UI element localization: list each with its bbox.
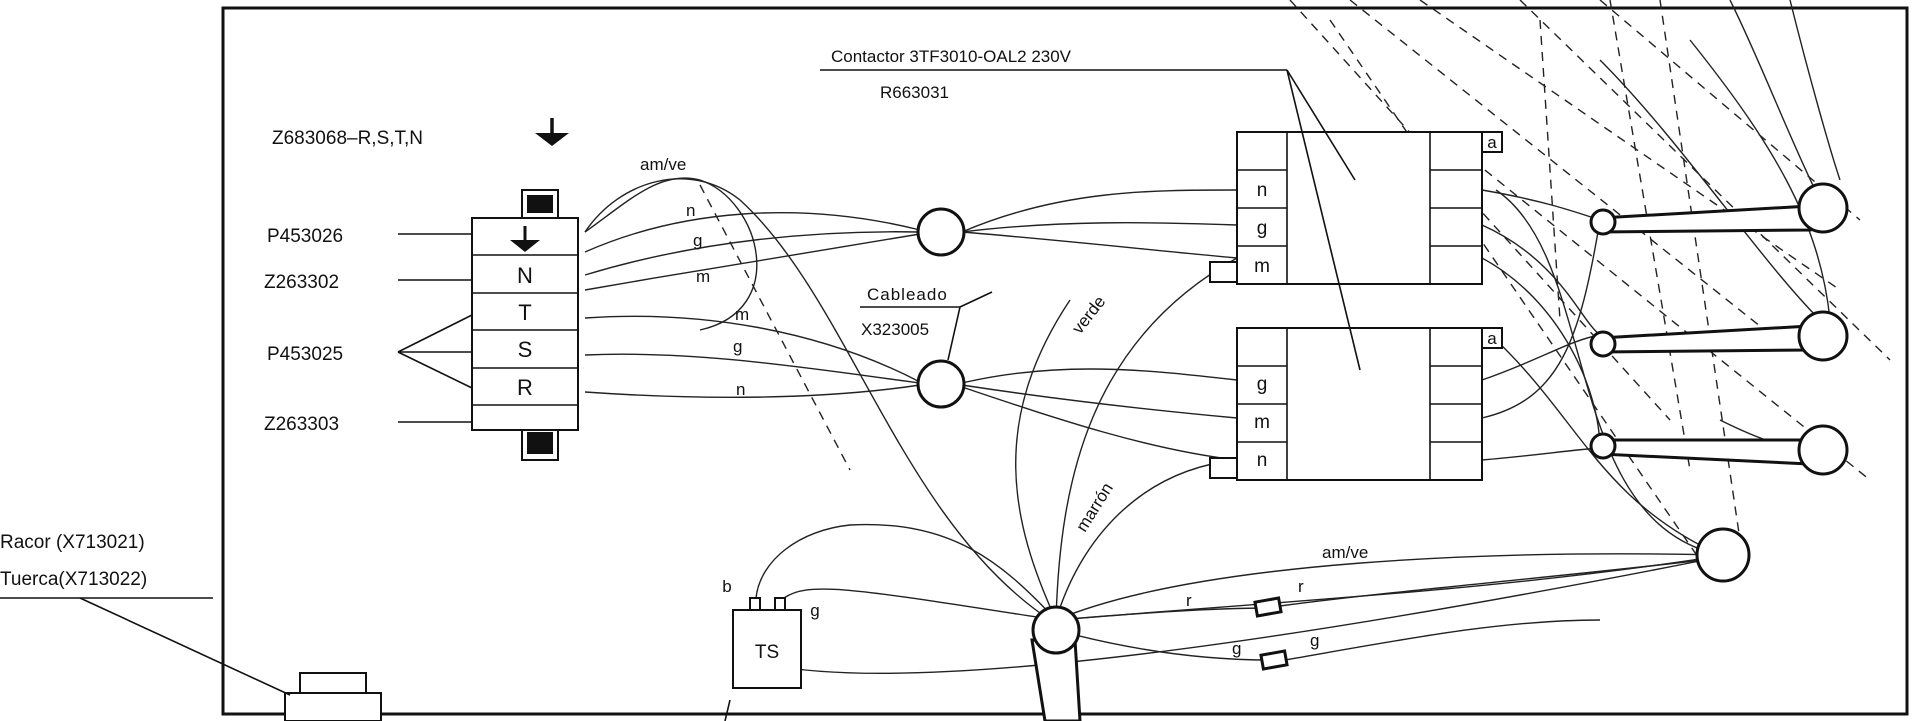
heater-element-1 (1589, 182, 1849, 236)
label-p453025: P453025 (267, 344, 343, 365)
inline-connector-r (1253, 596, 1283, 618)
label-z263302: Z263302 (264, 272, 339, 293)
wire-label-n1: n (686, 201, 695, 220)
earth-ground-icon (535, 118, 569, 146)
terminal-block: N T S R (471, 189, 579, 461)
cable-grommet (1030, 605, 1082, 721)
wire-label-m2: m (735, 305, 749, 324)
wire-label-amve-bottom: am/ve (1322, 543, 1368, 562)
contactor-bottom: g m n a (1209, 327, 1503, 481)
cable-connector-2 (916, 359, 966, 409)
contactor-top-cell-m: m (1254, 256, 1270, 277)
contactor-top-cell-g: g (1257, 218, 1268, 239)
label-z263303: Z263303 (264, 414, 339, 435)
wire-label-m1: m (696, 267, 710, 286)
wire-label-r-left: r (1186, 591, 1192, 610)
leader-lines (397, 69, 1361, 423)
racor-fitting (0, 597, 382, 721)
solid-wires (584, 0, 1841, 675)
terminal-r: R (517, 375, 533, 400)
contactor-top-aux: a (1487, 133, 1497, 152)
wire-label-g-left: g (1232, 639, 1241, 658)
label-contactor-code: R663031 (880, 83, 949, 102)
thermostat-wire-g: g (810, 601, 819, 620)
terminal-s: S (518, 337, 533, 362)
thermostat-label: TS (755, 642, 779, 663)
wire-label-n2: n (736, 380, 745, 399)
label-racor: Racor (X713021) (0, 532, 145, 553)
ground-icon (510, 226, 540, 252)
label-tuerca: Tuerca(X713022) (0, 569, 147, 590)
wire-label-r-right: r (1298, 577, 1304, 596)
wire-label-g2: g (733, 337, 742, 356)
thermostat: TS b g (722, 577, 820, 721)
label-p453026: P453026 (267, 226, 343, 247)
heater-element-3 (1589, 424, 1849, 476)
wire-label-verde: verde (1068, 292, 1109, 337)
thermostat-wire-b: b (722, 577, 731, 596)
label-ground-terminal: Z683068–R,S,T,N (272, 128, 423, 149)
wire-label-marron: marrón (1072, 479, 1117, 535)
contactor-bottom-cell-n: n (1257, 450, 1268, 471)
terminal-n: N (517, 263, 533, 288)
cable-connector-1 (916, 207, 966, 257)
terminal-t: T (518, 300, 531, 325)
label-cableado-code: X323005 (861, 320, 929, 339)
contactor-bottom-cell-g: g (1257, 374, 1268, 395)
wire-label-g-right: g (1310, 631, 1319, 650)
wire-label-amve-top: am/ve (640, 155, 686, 174)
contactor-top-cell-n: n (1257, 180, 1268, 201)
label-cableado: Cableado (867, 285, 948, 304)
junction-right (1695, 527, 1751, 583)
contactor-bottom-aux: a (1487, 329, 1497, 348)
heater-element-2 (1589, 310, 1849, 362)
inline-connector-g (1259, 649, 1289, 671)
contactor-top: n g m a (1209, 131, 1503, 285)
contactor-bottom-cell-m: m (1254, 412, 1270, 433)
dashed-wires (699, 0, 1891, 561)
label-contactor: Contactor 3TF3010-OAL2 230V (831, 47, 1072, 66)
wire-label-g1: g (693, 231, 702, 250)
